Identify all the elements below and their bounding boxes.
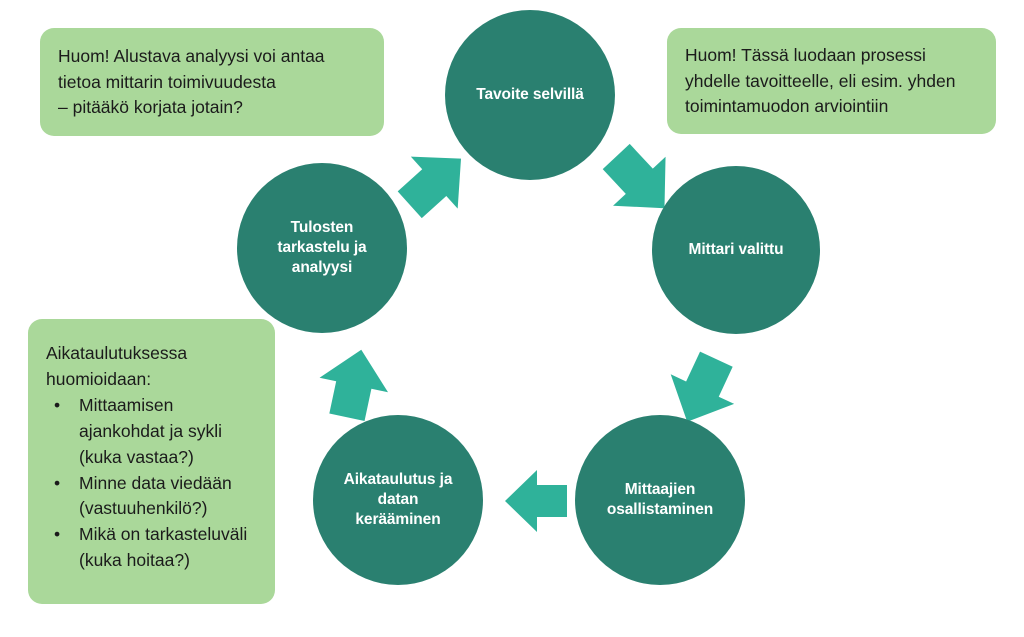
list-item: • Minne data viedään (vastuuhenkilö?) — [46, 471, 261, 522]
cycle-node-tulosten-tarkastelu-ja-analyysi[interactable]: Tulosten tarkastelu ja analyysi — [237, 163, 407, 333]
list-item-label: Minne data viedään (vastuuhenkilö?) — [79, 472, 232, 519]
cycle-node-aikataulutus-ja-datan-kerääminen[interactable]: Aikataulutus ja datan kerääminen — [313, 415, 483, 585]
list-item-label: Mikä on tarkasteluväli (kuka hoitaa?) — [79, 524, 248, 570]
list-item-label: Mittaamisen ajankohdat ja sykli (kuka va… — [79, 395, 222, 467]
cycle-node-label: Aikataulutus ja datan kerääminen — [343, 471, 453, 528]
callout-note-intro: Aikataulutuksessa huomioidaan: — [46, 343, 188, 389]
callout-note-aikataulutus: Aikataulutuksessa huomioidaan: • Mittaam… — [28, 319, 275, 604]
callout-note-alustava-analyysi: Huom! Alustava analyysi voi antaa tietoa… — [40, 28, 384, 136]
list-item: • Mikä on tarkasteluväli (kuka hoitaa?) — [46, 522, 261, 573]
list-item: • Mittaamisen ajankohdat ja sykli (kuka … — [46, 393, 261, 470]
callout-note-bullet-list: • Mittaamisen ajankohdat ja sykli (kuka … — [46, 393, 261, 573]
cycle-node-mittaajien-osallistaminen[interactable]: Mittaajien osallistaminen — [575, 415, 745, 585]
cycle-node-label: Tulosten tarkastelu ja analyysi — [277, 219, 367, 276]
callout-note-text: Huom! Alustava analyysi voi antaa tietoa… — [58, 46, 325, 118]
cycle-node-label: Tavoite selvillä — [476, 86, 584, 104]
bullet-icon: • — [54, 395, 61, 416]
cycle-node-mittari-valittu[interactable]: Mittari valittu — [652, 166, 820, 334]
callout-note-prosessi: Huom! Tässä luodaan prosessi yhdelle tav… — [667, 28, 996, 134]
cycle-node-label: Mittari valittu — [688, 241, 784, 259]
bullet-icon: • — [54, 524, 61, 545]
cycle-node-tavoite-selvilla[interactable]: Tavoite selvillä — [445, 10, 615, 180]
bullet-icon: • — [54, 472, 61, 493]
cycle-node-label: Mittaajien osallistaminen — [606, 481, 714, 518]
callout-note-text: Huom! Tässä luodaan prosessi yhdelle tav… — [685, 45, 956, 117]
